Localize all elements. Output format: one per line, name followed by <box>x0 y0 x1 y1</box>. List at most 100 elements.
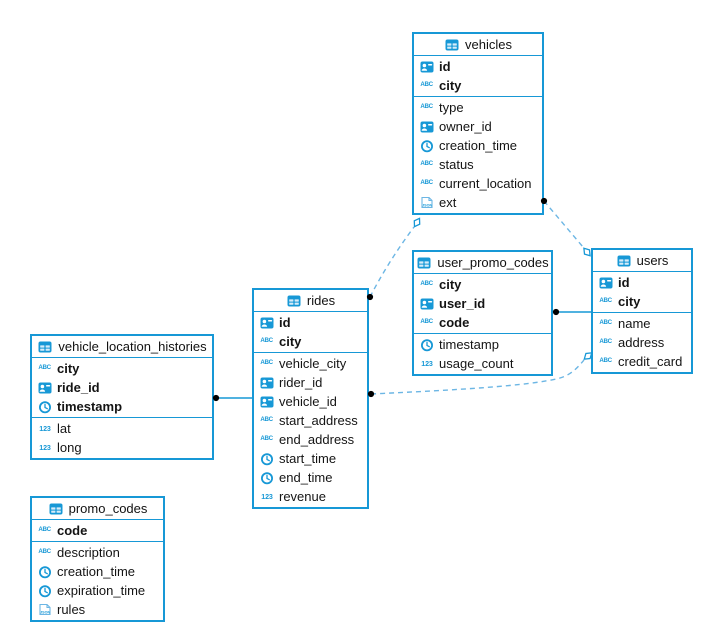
row-vehicles-creation_time[interactable]: creation_time <box>414 136 542 155</box>
row-vlh-ride_id[interactable]: ride_id <box>32 378 212 397</box>
row-vehicles-id[interactable]: id <box>414 57 542 76</box>
row-vehicles-owner_id[interactable]: owner_id <box>414 117 542 136</box>
column-label: lat <box>57 421 71 436</box>
text-type-icon: ABC <box>599 338 613 346</box>
column-label: ext <box>439 195 457 210</box>
text-type-icon: ABC <box>260 416 274 424</box>
row-promo_codes-expiration_time[interactable]: expiration_time <box>32 581 163 600</box>
clock-type-icon <box>259 471 275 485</box>
id-badge-icon <box>259 317 275 329</box>
clock-type-icon <box>419 338 435 352</box>
relationship-line-vehicles-users[interactable] <box>543 200 584 248</box>
text-type-icon: ABC <box>599 297 613 305</box>
text-type-icon: ABC <box>420 280 434 288</box>
column-label: rider_id <box>279 375 323 390</box>
id-badge-icon <box>598 277 614 289</box>
table-header-user_promo_codes[interactable]: user_promo_codes <box>414 252 551 274</box>
table-title: vehicle_location_histories <box>58 339 207 354</box>
table-title: vehicles <box>465 37 512 52</box>
table-icon <box>48 503 64 515</box>
row-vehicles-ext[interactable]: JSON ext <box>414 193 542 212</box>
relationship-endpoint-dot <box>552 308 560 316</box>
column-label: start_time <box>279 451 337 466</box>
row-user_promo_codes-timestamp[interactable]: timestamp <box>414 335 551 354</box>
row-rides-rider_id[interactable]: rider_id <box>254 373 367 392</box>
row-vlh-timestamp[interactable]: timestamp <box>32 397 212 416</box>
text-type-icon: ABC <box>260 359 274 367</box>
table-header-vehicle_location_histories[interactable]: vehicle_location_histories <box>32 336 212 358</box>
table-header-users[interactable]: users <box>593 250 691 272</box>
row-rides-start_time[interactable]: start_time <box>254 449 367 468</box>
relationship-line-rides-vehicles[interactable] <box>369 226 415 298</box>
column-label: status <box>439 157 474 172</box>
column-label: credit_card <box>618 354 683 369</box>
id-badge-icon <box>419 298 435 310</box>
text-type-icon: ABC <box>420 103 434 111</box>
column-label: revenue <box>279 489 326 504</box>
row-users-id[interactable]: id <box>593 273 691 292</box>
column-label: long <box>57 440 82 455</box>
row-rides-id[interactable]: id <box>254 313 367 332</box>
text-type-icon: ABC <box>38 364 52 372</box>
table-icon <box>616 255 632 267</box>
column-label: code <box>439 315 470 330</box>
number-type-icon: 123 <box>39 442 51 452</box>
column-label: ride_id <box>57 380 100 395</box>
table-header-vehicles[interactable]: vehicles <box>414 34 542 56</box>
column-label: name <box>618 316 651 331</box>
table-header-rides[interactable]: rides <box>254 290 367 312</box>
column-label: vehicle_id <box>279 394 337 409</box>
row-user_promo_codes-user_id[interactable]: user_id <box>414 294 551 313</box>
row-rides-end_time[interactable]: end_time <box>254 468 367 487</box>
table-icon <box>37 341 53 353</box>
row-vlh-long[interactable]: 123 long <box>32 438 212 457</box>
table-header-promo_codes[interactable]: promo_codes <box>32 498 163 520</box>
column-label: usage_count <box>439 356 514 371</box>
table-title: users <box>636 253 669 268</box>
relationship-diamond-marker <box>583 247 591 257</box>
id-badge-icon <box>259 396 275 408</box>
column-label: timestamp <box>57 399 123 414</box>
svg-text:JSON: JSON <box>40 611 50 615</box>
row-promo_codes-creation_time[interactable]: creation_time <box>32 562 163 581</box>
text-type-icon: ABC <box>420 179 434 187</box>
id-badge-icon <box>419 61 435 73</box>
row-rides-vehicle_id[interactable]: vehicle_id <box>254 392 367 411</box>
json-type-icon: JSON <box>37 603 53 616</box>
svg-text:JSON: JSON <box>422 204 432 208</box>
